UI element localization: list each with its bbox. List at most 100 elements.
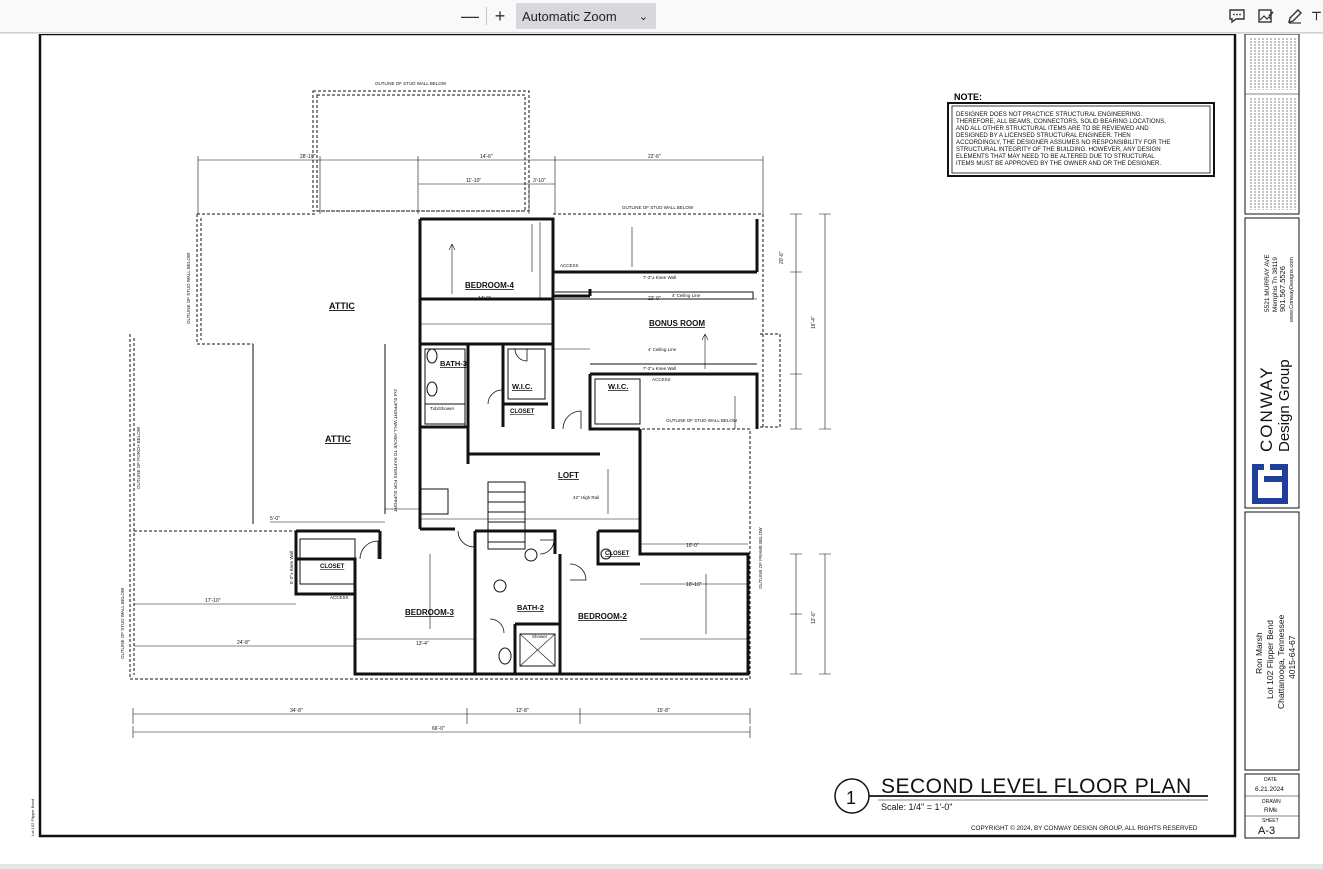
pdf-page: NOTE: DESIGNER DOES NOT PRACTICE STRUCTU… — [0, 32, 1323, 864]
annotation: OUTLINE OF STUD WALL BELOW — [120, 587, 125, 659]
chevron-down-icon: ⌄ — [638, 10, 648, 23]
toolbar-separator — [486, 7, 487, 25]
dimension: 34'-8" — [290, 708, 303, 714]
project-job: 4015-64-67 — [1287, 635, 1297, 679]
room-label: ACCESS — [330, 595, 349, 600]
annotation: 4' Ceiling Line — [672, 293, 701, 298]
note-line: ACCORDINGLY, THE DESIGNER ASSUMES NO RES… — [956, 139, 1170, 146]
dimension: 15'-8" — [657, 708, 670, 714]
dimension: 20'-6" — [779, 251, 785, 264]
room-label: CLOSET — [605, 551, 630, 557]
room-label: CLOSET — [320, 564, 345, 570]
text-button[interactable] — [1310, 5, 1323, 27]
drawn-value: RMk — [1264, 807, 1278, 814]
room-label: BEDROOM-4 — [465, 281, 514, 290]
drawn-label: DRAWN — [1262, 799, 1281, 805]
floor-plan-sheet: NOTE: DESIGNER DOES NOT PRACTICE STRUCTU… — [30, 32, 1300, 839]
room-label: ACCESS — [652, 377, 671, 382]
zoom-in-button[interactable]: + — [488, 5, 512, 27]
project-lot: Lot 102 Flipper Bend — [1265, 620, 1275, 699]
dimension: 3'-10" — [533, 178, 546, 184]
note-line: ITEMS MUST BE APPROVED BY THE OWNER AND … — [956, 160, 1161, 167]
dimension-lines — [132, 156, 831, 738]
drawing-scale: Scale: 1/4" = 1'-0" — [881, 802, 952, 812]
floor-plan — [129, 90, 831, 738]
room-label: W.I.C. — [608, 382, 628, 391]
annotation: 7'-2"± Knee Wall — [643, 275, 676, 280]
annotations: OUTLINE OF STUD WALL BELOW OUTLINE OF ST… — [120, 81, 763, 659]
annotation: OUTLINE OF STUD WALL BELOW — [186, 252, 191, 324]
room-labels: BEDROOM-4 BONUS ROOM ATTIC ATTIC BATH-3 … — [320, 263, 705, 639]
add-image-button[interactable] — [1254, 5, 1278, 27]
copyright: COPYRIGHT © 2024, BY CONWAY DESIGN GROUP… — [971, 824, 1198, 832]
dimension: 10'-10" — [686, 582, 702, 588]
note-heading: NOTE: — [954, 92, 982, 102]
client-name: Ron Marsh — [1254, 632, 1264, 674]
sheet-border — [38, 32, 1237, 838]
dimension: 11'-10" — [466, 178, 481, 184]
annotation: OUTLINE OF STUD WALL BELOW — [622, 205, 694, 210]
annotation: OUTLINE OF STUD WALL BELOW — [666, 418, 738, 423]
dimension: 66'-0" — [432, 726, 445, 732]
firm-name: CONWAY — [1257, 365, 1276, 452]
title-block: 5521 MURRAY AVE Memphis Tn 38119 901.567… — [1244, 33, 1300, 839]
structural-note: NOTE: DESIGNER DOES NOT PRACTICE STRUCTU… — [947, 92, 1215, 177]
firm-city: Memphis Tn 38119 — [1272, 257, 1279, 312]
minus-icon: — — [461, 6, 479, 26]
sheet-label: SHEET — [1262, 818, 1279, 824]
zoom-out-button[interactable]: — — [458, 5, 482, 27]
pen-icon — [1288, 9, 1302, 24]
drawing-title-text: SECOND LEVEL FLOOR PLAN — [881, 775, 1192, 798]
dimension-text: 28'-10" 14'-6" 22'-6" 11'-10" 3'-10" 14'… — [205, 154, 817, 732]
comment-button[interactable] — [1225, 5, 1249, 27]
room-label: W.I.C. — [512, 382, 532, 391]
door-swings — [359, 348, 587, 634]
comment-icon — [1229, 9, 1245, 24]
firm-phone: 901.567.5526 — [1278, 266, 1287, 312]
annotation: 7'-2"± Knee Wall — [643, 366, 676, 371]
note-line: ELEMENTS THAT MAY NEED TO BE ALTERED DUE… — [956, 153, 1155, 160]
room-label: CLOSET — [510, 409, 535, 415]
dimension: 10'-0" — [686, 543, 699, 549]
dimension: 14'-0" — [478, 296, 491, 302]
date-label: DATE — [1264, 777, 1278, 783]
dimension: 12'-6" — [811, 611, 817, 624]
dimension: 16'-4" — [811, 316, 817, 329]
note-line: STRUCTURAL INTEGRITY OF THE BUILDING. HO… — [956, 146, 1161, 153]
drawing-title: 1 SECOND LEVEL FLOOR PLAN Scale: 1/4" = … — [834, 775, 1208, 832]
outline-below — [129, 90, 781, 680]
annotation: 4' Ceiling Line — [648, 347, 677, 352]
annotation: OUTLINE OF PORCH BELOW — [136, 426, 141, 489]
annotation: 42" High Rail — [573, 495, 599, 500]
revision-block-text — [1250, 38, 1296, 210]
room-label: BATH-3 — [440, 359, 467, 368]
firm-logo-icon — [1252, 464, 1288, 504]
room-label: BATH-2 — [517, 603, 544, 612]
dimension: 22'-0" — [648, 296, 661, 302]
interior-lines — [252, 291, 757, 667]
dimension: 14'-6" — [480, 154, 493, 160]
annotation: OUTLINE OF STUD WALL BELOW — [375, 81, 447, 86]
note-line: THEREFORE, ALL BEAMS, CONNECTORS, SOLID … — [956, 118, 1166, 125]
note-line: DESIGNER DOES NOT PRACTICE STRUCTURAL EN… — [956, 111, 1143, 118]
zoom-select[interactable]: Automatic Zoom ⌄ — [516, 3, 656, 29]
project-city: Chattanooga, Tennessee — [1276, 614, 1286, 709]
room-label: Tub/Shower — [430, 406, 455, 411]
text-icon — [1312, 11, 1321, 21]
annotation: 2x4 SUPPORT WALL ABOVE TO RAFTERS FOR SU… — [393, 389, 398, 512]
draw-button[interactable] — [1283, 5, 1307, 27]
room-label: ATTIC — [325, 434, 351, 444]
room-label: BONUS ROOM — [649, 319, 705, 328]
plus-icon: + — [494, 6, 506, 26]
note-line: DESIGNED BY A LICENSED STRUCTURAL ENGINE… — [956, 132, 1131, 139]
room-label: BEDROOM-2 — [578, 612, 627, 621]
room-label: LOFT — [558, 471, 579, 480]
annotation: OUTLINE OF FRAME BELOW — [758, 527, 763, 589]
exterior-walls — [294, 217, 759, 676]
dimension: 22'-6" — [648, 154, 661, 160]
firm-website: www.ConwayDesigns.com — [1289, 257, 1295, 323]
firm-tagline: Design Group — [1276, 359, 1293, 452]
dimension: 17'-10" — [205, 598, 221, 604]
note-line: AND ALL OTHER STRUCTURAL ITEMS ARE TO BE… — [956, 125, 1149, 132]
dimension: 12'-8" — [516, 708, 529, 714]
